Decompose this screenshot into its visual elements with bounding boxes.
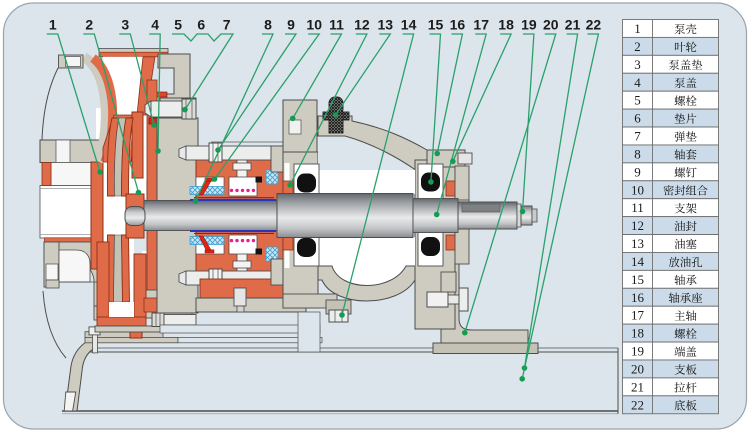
svg-text:3: 3 [121, 17, 129, 33]
svg-text:13: 13 [631, 236, 644, 251]
svg-text:7: 7 [634, 129, 641, 144]
svg-text:10: 10 [631, 182, 644, 197]
svg-text:18: 18 [498, 17, 514, 33]
svg-text:8: 8 [634, 146, 641, 161]
svg-text:1: 1 [49, 17, 57, 33]
svg-text:10: 10 [306, 17, 322, 33]
svg-text:7: 7 [223, 17, 231, 33]
svg-text:22: 22 [631, 397, 644, 412]
svg-text:22: 22 [586, 17, 602, 33]
svg-text:1: 1 [634, 21, 641, 36]
svg-text:4: 4 [634, 75, 641, 90]
svg-text:5: 5 [634, 93, 641, 108]
svg-text:16: 16 [631, 290, 645, 305]
svg-text:14: 14 [401, 17, 417, 33]
svg-text:18: 18 [631, 326, 644, 341]
svg-text:17: 17 [473, 17, 489, 33]
svg-text:11: 11 [631, 200, 644, 215]
svg-text:21: 21 [631, 379, 644, 394]
svg-text:17: 17 [631, 308, 645, 323]
svg-text:16: 16 [450, 17, 466, 33]
svg-text:2: 2 [85, 17, 93, 33]
svg-text:19: 19 [521, 17, 537, 33]
svg-text:2: 2 [634, 39, 641, 54]
svg-text:11: 11 [329, 17, 344, 33]
svg-text:5: 5 [174, 17, 182, 33]
svg-text:9: 9 [634, 164, 641, 179]
svg-text:15: 15 [428, 17, 444, 33]
svg-text:6: 6 [634, 111, 641, 126]
svg-text:3: 3 [634, 57, 641, 72]
svg-text:8: 8 [264, 17, 272, 33]
svg-text:20: 20 [543, 17, 559, 33]
svg-text:9: 9 [287, 17, 295, 33]
svg-text:14: 14 [631, 254, 645, 269]
svg-text:15: 15 [631, 272, 644, 287]
svg-text:19: 19 [631, 344, 644, 359]
svg-text:21: 21 [565, 17, 581, 33]
svg-text:6: 6 [197, 17, 205, 33]
svg-text:20: 20 [631, 361, 644, 376]
svg-text:13: 13 [378, 17, 394, 33]
svg-text:12: 12 [354, 17, 370, 33]
svg-text:4: 4 [151, 17, 159, 33]
svg-text:12: 12 [631, 218, 644, 233]
